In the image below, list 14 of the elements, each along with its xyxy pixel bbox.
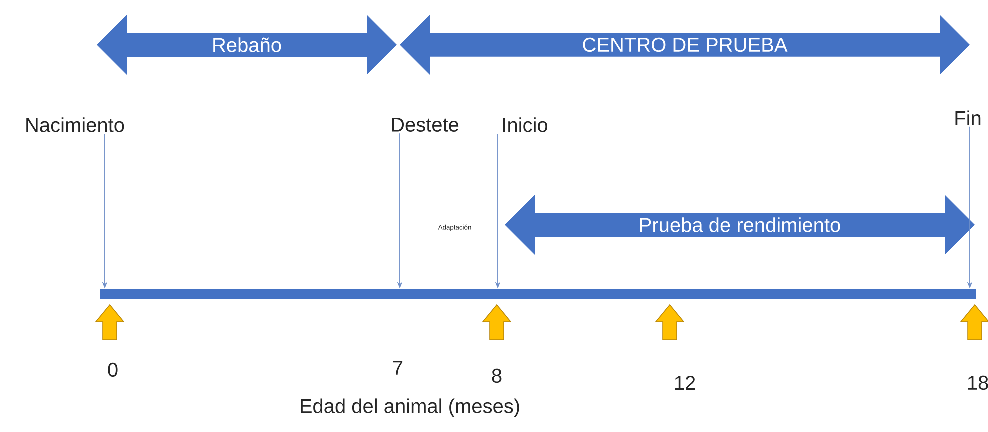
tick-label: 8: [492, 368, 502, 384]
timeline-bar: [100, 289, 976, 299]
tick-label: 7: [393, 361, 403, 375]
tick-label: 0: [108, 362, 118, 378]
event-label: Inicio: [504, 118, 548, 132]
double-arrow-band: CENTRO DE PRUEBA: [400, 15, 970, 75]
tick-label: 18: [968, 376, 988, 390]
event-label: Nacimiento: [26, 118, 124, 132]
event-label: Destete: [392, 118, 459, 132]
tick-label: 12: [675, 376, 696, 390]
axis-label: Edad del animal (meses): [301, 398, 520, 418]
event-label: Fin: [956, 110, 981, 126]
double-arrow-band: Rebaño: [97, 15, 397, 75]
double-arrow-band: Prueba de rendimiento: [505, 195, 976, 255]
